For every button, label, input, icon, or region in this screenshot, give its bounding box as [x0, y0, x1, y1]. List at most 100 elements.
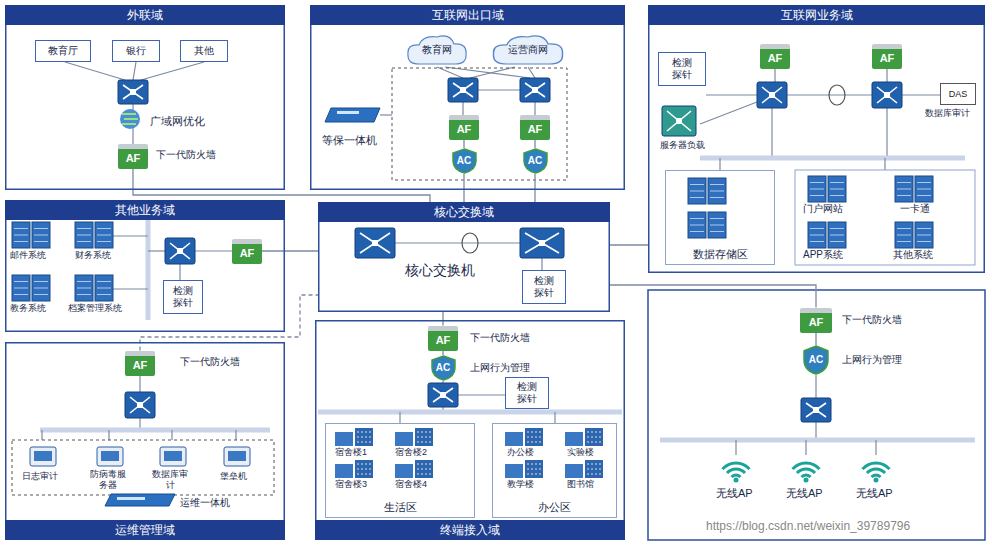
server-slot [710, 231, 724, 232]
server-slot [14, 228, 28, 229]
server-slot [14, 294, 28, 295]
icon-label: AC [457, 155, 471, 167]
icon-label: AF [768, 52, 783, 65]
network-wire [886, 108, 887, 158]
link-aggregation-ring [829, 85, 845, 105]
switch-icon [165, 238, 195, 264]
building-windows [587, 437, 601, 438]
network-wire [179, 264, 180, 280]
building-windows [417, 469, 431, 470]
server-slot [34, 228, 48, 229]
network-wire [171, 430, 172, 440]
wifi-arc [863, 463, 890, 469]
network-wire [133, 62, 136, 80]
wifi-arc [797, 469, 815, 473]
switch-body [520, 228, 564, 258]
server-slot [34, 241, 48, 242]
device-label: DAS [949, 89, 968, 100]
server-slot [810, 235, 824, 236]
device-caption: 数据库审计 [925, 108, 970, 119]
switch-arrow [170, 243, 190, 259]
device-caption: 无线AP [786, 487, 823, 500]
network-wire [554, 412, 555, 423]
network-wire [108, 430, 109, 440]
server-body [32, 275, 50, 301]
wifi-ap-icon [723, 463, 750, 482]
appliance-body [325, 108, 380, 122]
device-caption: 实验楼 [567, 447, 594, 458]
domain-panel: 互联网业务域检测探针AFAFDAS数据存储区 [648, 5, 985, 273]
firewall-icon: AF [872, 44, 902, 69]
switch-arrow [525, 233, 559, 253]
switch-core [676, 118, 682, 124]
server-slot [710, 218, 724, 219]
behavior-manager-icon: AC [523, 148, 548, 174]
server-slot [77, 241, 91, 242]
switch-body [428, 383, 458, 407]
server-slot [917, 182, 931, 183]
device-box: 检测探针 [522, 270, 566, 304]
icon-label: AF [436, 334, 451, 347]
building-icon [395, 428, 433, 446]
domain-panel: 其他业务域检测探针AF [5, 200, 285, 332]
network-link [815, 333, 816, 346]
icon-label: AC [528, 155, 542, 167]
building-icon [565, 460, 603, 478]
server-slot [897, 228, 911, 229]
appliance-icon [160, 447, 186, 466]
server-slot [917, 195, 931, 196]
server-slot [830, 189, 844, 190]
appliance-body [105, 494, 175, 506]
firewall-icon: AF [118, 144, 148, 169]
switch-core [884, 92, 890, 98]
server-slot [14, 288, 28, 289]
network-wire [805, 440, 806, 455]
network-wire [395, 242, 520, 243]
building-icon [505, 428, 543, 446]
network-wire [139, 374, 140, 392]
switch-body [118, 80, 148, 104]
domain-panel: 运维管理域AF [5, 342, 285, 540]
network-link [442, 312, 443, 326]
server-slot [690, 225, 704, 226]
switch-icon [662, 106, 696, 136]
building-body [335, 464, 353, 478]
server-slot [810, 241, 824, 242]
server-slot [810, 195, 824, 196]
network-wire [815, 422, 816, 440]
bus-bar [700, 156, 965, 161]
wifi-dot [874, 478, 879, 483]
network-cloud: 运营商网 [490, 33, 566, 67]
behavior-manager-icon: AC [803, 345, 829, 375]
switch-icon [520, 78, 550, 102]
switch-arrow [525, 233, 559, 253]
switch-arrow [453, 83, 473, 97]
zone-label: 数据存储区 [666, 248, 774, 261]
device-caption: 日志审计 [22, 471, 58, 482]
device-caption: 运维一体机 [180, 497, 230, 509]
server-slot [897, 195, 911, 196]
device-caption: 服务器负载 [660, 140, 705, 151]
server-slot [897, 189, 911, 190]
building-windows [587, 474, 601, 475]
building-windows [417, 464, 431, 465]
device-caption: APP系统 [803, 249, 843, 261]
network-wire [700, 102, 757, 124]
domain-title: 外联域 [5, 5, 285, 25]
device-caption: 广域网优化 [150, 115, 205, 128]
network-link [133, 169, 430, 203]
device-caption: 教学楼 [507, 479, 534, 490]
switch-arrow [360, 233, 390, 253]
appliance-icon [30, 447, 56, 466]
device-caption: 无线AP [716, 487, 753, 500]
server-slot [917, 189, 931, 190]
monitor-frame [224, 447, 250, 466]
device-caption: 宿舍楼1 [335, 447, 367, 458]
server-icon [12, 222, 50, 248]
building-body [585, 428, 603, 446]
network-link [534, 174, 535, 202]
building-body [415, 428, 433, 446]
network-wire [875, 440, 876, 455]
network-wire [534, 102, 535, 116]
server-icon [688, 178, 726, 204]
